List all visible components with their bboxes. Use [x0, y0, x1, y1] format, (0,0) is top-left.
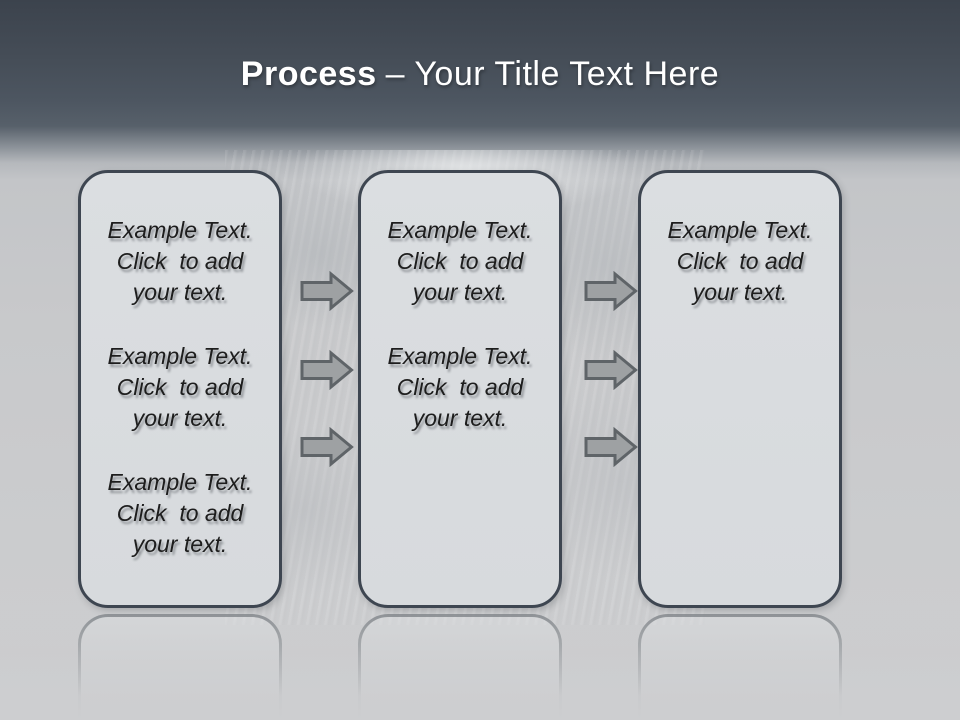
placeholder-line: your text.: [132, 279, 228, 305]
placeholder-line: Example Text.: [387, 343, 533, 369]
placeholder-line: Click to add: [116, 374, 244, 400]
right-arrow-icon: [300, 350, 354, 390]
text-placeholder: Example Text. Click to add your text.: [81, 215, 279, 308]
placeholder-line: your text.: [412, 405, 508, 431]
text-placeholder: Example Text. Click to add your text.: [81, 467, 279, 560]
text-placeholder: Example Text. Click to add your text.: [641, 215, 839, 308]
box-reflection: [358, 614, 562, 720]
placeholder-line: Example Text.: [667, 217, 813, 243]
box-reflection: [78, 614, 282, 720]
placeholder-line: your text.: [132, 405, 228, 431]
placeholder-line: Example Text.: [107, 469, 253, 495]
placeholder-line: Example Text.: [107, 217, 253, 243]
text-placeholder: Example Text. Click to add your text.: [361, 341, 559, 434]
title-rest-text: – Your Title Text Here: [385, 55, 720, 93]
right-arrow-icon: [584, 350, 638, 390]
placeholder-line: Example Text.: [107, 343, 253, 369]
placeholder-line: Click to add: [116, 248, 244, 274]
process-step-box-2[interactable]: Example Text. Click to add your text. Ex…: [358, 170, 562, 608]
process-step-box-1[interactable]: Example Text. Click to add your text. Ex…: [78, 170, 282, 608]
placeholder-line: your text.: [692, 279, 788, 305]
placeholder-line: Click to add: [396, 374, 524, 400]
placeholder-line: Click to add: [396, 248, 524, 274]
placeholder-line: your text.: [132, 531, 228, 557]
box-reflection: [638, 614, 842, 720]
text-placeholder: Example Text. Click to add your text.: [81, 341, 279, 434]
right-arrow-icon: [300, 271, 354, 311]
placeholder-line: Click to add: [676, 248, 804, 274]
placeholder-line: Example Text.: [387, 217, 533, 243]
right-arrow-icon: [584, 427, 638, 467]
placeholder-line: Click to add: [116, 500, 244, 526]
placeholder-line: your text.: [412, 279, 508, 305]
title-keyword: Process: [240, 55, 377, 93]
right-arrow-icon: [300, 427, 354, 467]
slide-title-placeholder[interactable]: Process– Your Title Text Here: [0, 52, 960, 96]
process-step-box-3[interactable]: Example Text. Click to add your text.: [638, 170, 842, 608]
text-placeholder: Example Text. Click to add your text.: [361, 215, 559, 308]
right-arrow-icon: [584, 271, 638, 311]
